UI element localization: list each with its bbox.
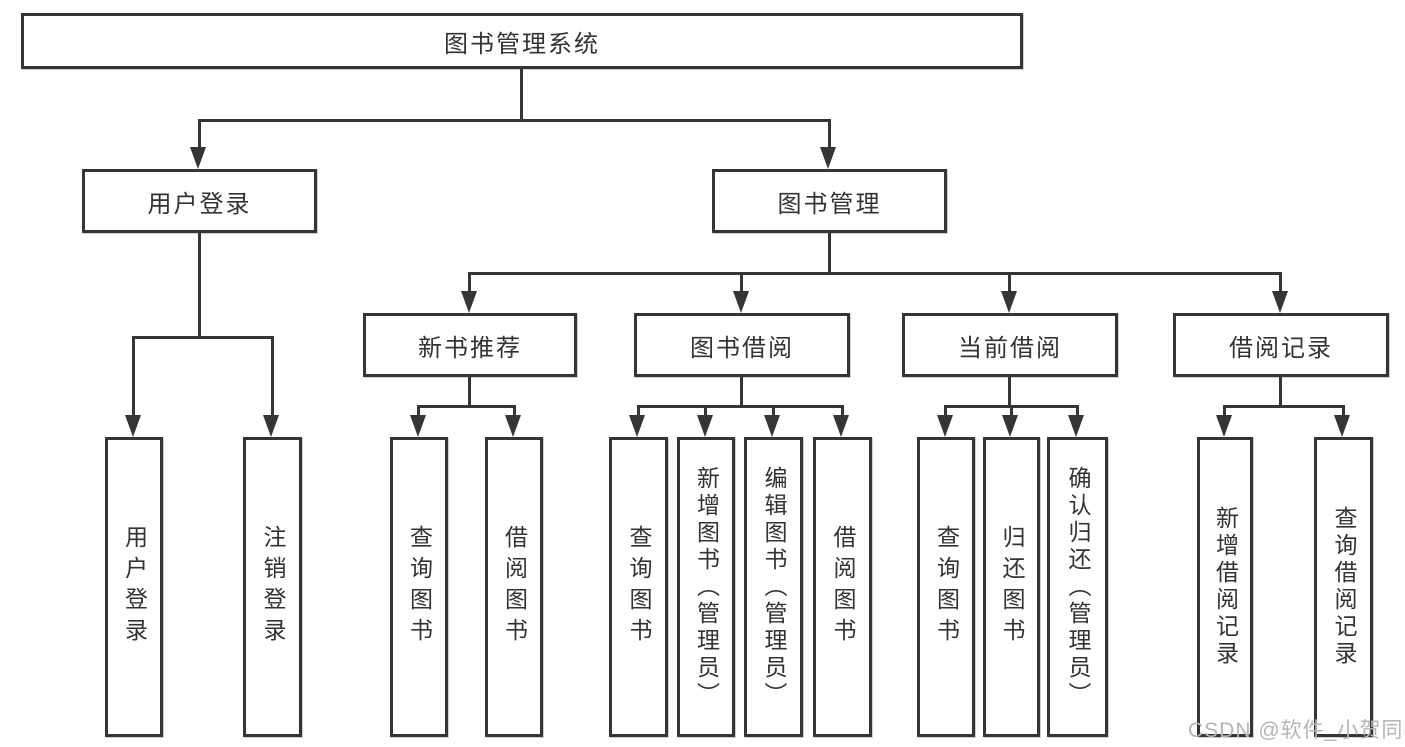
node-label: 用户登录 xyxy=(147,190,252,218)
connector-arrow-line xyxy=(841,405,844,417)
node-label: 图书借阅 xyxy=(690,334,794,362)
leaf-label: 查询图书 xyxy=(933,525,960,649)
leaf-add-books-admin: 新增图书（管理员） xyxy=(677,437,735,737)
arrowhead-icon xyxy=(733,291,749,313)
connector-arrow-line xyxy=(1223,405,1226,417)
arrowhead-icon xyxy=(505,415,521,437)
node-label: 新书推荐 xyxy=(418,334,522,362)
connector-arrow-line xyxy=(198,119,201,147)
leaf-user-login: 用户登录 xyxy=(105,437,163,737)
connector-arrow-line xyxy=(704,405,707,417)
leaf-label: 查询借阅记录 xyxy=(1331,506,1357,668)
csdn-watermark: CSDN @软件_小贺同学 xyxy=(1188,719,1405,742)
arrowhead-icon xyxy=(1272,291,1288,313)
connector-arrow-line xyxy=(1076,405,1079,417)
arrowhead-icon xyxy=(1002,415,1018,437)
node-book-borrowing: 图书借阅 xyxy=(634,313,850,377)
arrowhead-icon xyxy=(125,415,141,437)
leaf-borrow-books-recommend: 借阅图书 xyxy=(485,437,543,737)
node-current-borrowing: 当前借阅 xyxy=(902,313,1118,377)
node-root-library-system: 图书管理系统 xyxy=(21,13,1023,69)
arrowhead-icon xyxy=(1001,291,1017,313)
node-label: 借阅记录 xyxy=(1229,334,1333,362)
arrowhead-icon xyxy=(629,415,645,437)
arrowhead-icon xyxy=(410,415,426,437)
connector-arrow-line xyxy=(740,272,743,293)
leaf-label: 确认归还（管理员） xyxy=(1065,465,1091,709)
node-book-management-branch: 图书管理 xyxy=(712,169,947,233)
connector-arrow-line xyxy=(637,405,640,417)
connector-bookmgmt-stub xyxy=(828,233,831,272)
leaf-label: 借阅图书 xyxy=(501,525,528,649)
arrowhead-icon xyxy=(697,415,713,437)
node-label: 图书管理 xyxy=(777,190,882,218)
connector-arrow-line xyxy=(944,405,947,417)
arrowhead-icon xyxy=(820,147,836,169)
arrowhead-icon xyxy=(937,415,953,437)
connector-group-hline xyxy=(637,405,844,408)
leaf-label: 查询图书 xyxy=(406,525,433,649)
connector-level2-hline xyxy=(198,119,831,122)
node-user-login-branch: 用户登录 xyxy=(82,169,317,233)
connector-arrow-line xyxy=(1279,272,1282,293)
connector-group-hline xyxy=(1223,405,1345,408)
arrowhead-icon xyxy=(1216,415,1232,437)
connector-userlogin-stub xyxy=(198,233,201,336)
leaf-edit-books-admin: 编辑图书（管理员） xyxy=(744,437,803,737)
connector-group-stub xyxy=(740,377,743,405)
leaf-label: 注销登录 xyxy=(260,525,286,649)
connector-arrow-line xyxy=(513,405,516,417)
arrowhead-icon xyxy=(833,415,849,437)
arrowhead-icon xyxy=(764,415,780,437)
connector-group-stub xyxy=(1008,377,1011,405)
leaf-add-borrow-record: 新增借阅记录 xyxy=(1197,437,1253,737)
leaf-label: 新增图书（管理员） xyxy=(693,465,720,709)
leaf-logout: 注销登录 xyxy=(243,437,302,737)
leaf-query-books-current: 查询图书 xyxy=(917,437,975,737)
leaf-label: 新增借阅记录 xyxy=(1212,506,1239,668)
node-label: 当前借阅 xyxy=(958,334,1062,362)
connector-arrow-line xyxy=(772,405,775,417)
connector-arrow-line xyxy=(271,336,274,417)
leaf-label: 归还图书 xyxy=(999,525,1025,649)
connector-arrow-line xyxy=(132,336,135,417)
connector-level3-hline xyxy=(468,272,1282,275)
leaf-query-books-borrowing: 查询图书 xyxy=(609,437,668,737)
leaf-return-books: 归还图书 xyxy=(983,437,1040,737)
node-borrow-records: 借阅记录 xyxy=(1173,313,1389,377)
leaf-label: 查询图书 xyxy=(626,525,652,649)
connector-arrow-line xyxy=(1010,405,1013,417)
arrowhead-icon xyxy=(461,291,477,313)
leaf-query-borrow-record: 查询借阅记录 xyxy=(1314,437,1373,737)
connector-arrow-line xyxy=(417,405,420,417)
connector-group-stub xyxy=(1279,377,1282,405)
connector-arrow-line xyxy=(468,272,471,293)
arrowhead-icon xyxy=(1334,415,1350,437)
connector-userlogin-hline xyxy=(132,336,274,339)
node-label: 图书管理系统 xyxy=(444,30,600,58)
leaf-label: 编辑图书（管理员） xyxy=(761,465,787,709)
connector-arrow-line xyxy=(828,119,831,147)
leaf-label: 借阅图书 xyxy=(830,525,856,649)
connector-root-stub xyxy=(520,69,523,119)
node-new-book-recommend: 新书推荐 xyxy=(363,313,577,377)
leaf-borrow-books: 借阅图书 xyxy=(813,437,872,737)
arrowhead-icon xyxy=(263,415,279,437)
leaf-query-books-recommend: 查询图书 xyxy=(390,437,448,737)
arrowhead-icon xyxy=(1068,415,1084,437)
connector-arrow-line xyxy=(1008,272,1011,293)
connector-arrow-line xyxy=(1342,405,1345,417)
connector-group-stub xyxy=(468,377,471,405)
arrowhead-icon xyxy=(190,147,206,169)
leaf-confirm-return-admin: 确认归还（管理员） xyxy=(1047,437,1108,737)
leaf-label: 用户登录 xyxy=(121,525,148,649)
connector-group-hline xyxy=(417,405,516,408)
